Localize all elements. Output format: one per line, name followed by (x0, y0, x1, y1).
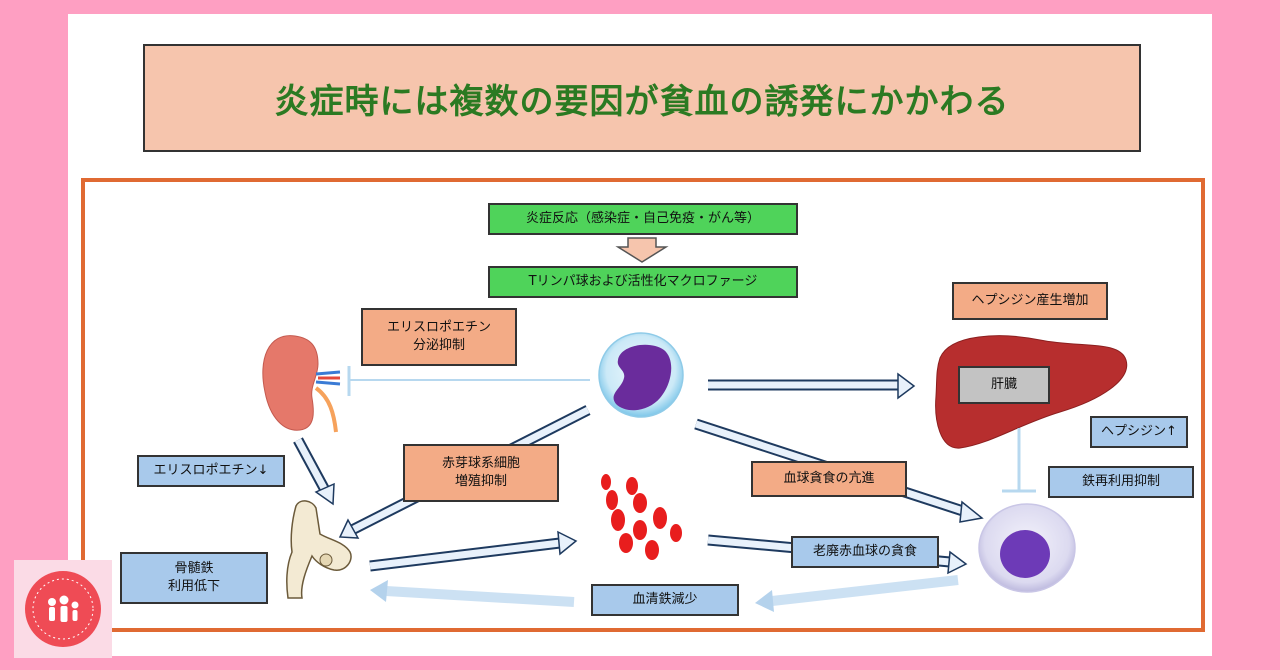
red-blood-cells-icon (601, 474, 682, 560)
inflammation-box: 炎症反応（感染症・自己免疫・がん等） (488, 203, 798, 235)
arrow-kidney-to-bone (293, 437, 335, 506)
page-title: 炎症時には複数の要因が貧血の誘発にかかわる (274, 81, 1010, 122)
faded-arrow-to-bone (370, 580, 575, 607)
hepcidin-up-box: ヘプシジン産生増加 (952, 282, 1108, 320)
kidney-icon (262, 335, 341, 433)
faded-arrow-to-serum (755, 575, 959, 612)
arrow-lympho-to-liver (708, 372, 916, 400)
t-macrophage-box: Tリンパ球および活性化マクロファージ (488, 266, 798, 298)
title-box: 炎症時には複数の要因が貧血の誘発にかかわる (143, 44, 1141, 152)
logo-icon (14, 560, 112, 658)
hepcidin-arrow-box: ヘプシジン↑ (1090, 416, 1188, 448)
macrophage-icon (978, 503, 1076, 593)
down-arrow-top (615, 237, 669, 263)
epo-down-box: エリスロポエチン↓ (137, 455, 285, 487)
arrow-bone-to-rbc (369, 530, 578, 572)
bone-joint-icon (286, 500, 352, 599)
diagram-frame (81, 178, 1205, 632)
epo-suppress-box: エリスロポエチン 分泌抑制 (361, 308, 517, 366)
liver-label: 肝臓 (958, 366, 1050, 404)
inhibit-line-kidney (347, 366, 590, 396)
marrow-iron-box: 骨髄鉄 利用低下 (120, 552, 268, 604)
lymphocyte-icon (598, 332, 684, 418)
iron-reuse-box: 鉄再利用抑制 (1048, 466, 1194, 498)
serum-iron-box: 血清鉄減少 (591, 584, 739, 616)
phagocytosis-box: 血球貪食の亢進 (751, 461, 907, 497)
inhibit-line-liver (1002, 428, 1036, 493)
old-rbc-box: 老廃赤血球の貪食 (791, 536, 939, 568)
erythroid-box: 赤芽球系細胞 増殖抑制 (403, 444, 559, 502)
